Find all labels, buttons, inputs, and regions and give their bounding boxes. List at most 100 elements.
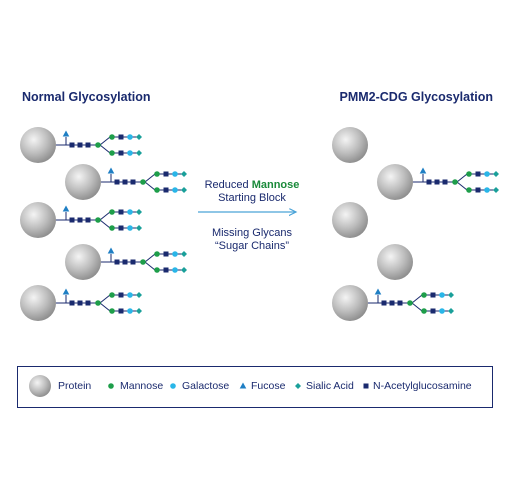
legend-protein-label: Protein	[58, 380, 92, 392]
protein-sphere	[332, 285, 368, 321]
glycan-bond	[99, 294, 111, 304]
mannose-circle	[109, 225, 115, 231]
fucose-triangle	[239, 382, 247, 389]
mannose-circle	[154, 187, 160, 193]
protein-sphere	[332, 127, 368, 163]
galactose-circle	[127, 209, 133, 215]
mannose-circle	[109, 134, 115, 140]
glcnac-square	[77, 300, 83, 306]
glycan-chain	[56, 205, 142, 231]
glycan-bond	[99, 144, 111, 154]
mannose-circle	[109, 308, 115, 314]
galactose-circle	[127, 308, 133, 314]
protein-sphere	[377, 164, 413, 200]
glcnac-square	[122, 179, 128, 185]
glcnac-square	[389, 300, 395, 306]
mannose-circle	[108, 383, 114, 389]
legend-galactose-label: Galactose	[182, 380, 230, 392]
mannose-circle	[154, 171, 160, 177]
glycan-bond	[456, 181, 468, 191]
mannose-circle	[109, 209, 115, 215]
mannose-circle	[109, 150, 115, 156]
pmm2-proteins	[332, 127, 499, 321]
glycan-bond	[144, 181, 156, 191]
galactose-circle	[172, 251, 178, 257]
glycan-bond	[99, 211, 111, 221]
galactose-circle	[484, 187, 490, 193]
glcnac-square	[475, 171, 481, 177]
glcnac-square	[114, 179, 120, 185]
galactose-circle	[127, 225, 133, 231]
reduced-text: Reduced	[204, 179, 252, 191]
sialic-diamond	[136, 225, 142, 231]
glcnac-square	[69, 300, 75, 306]
fucose-triangle	[374, 288, 382, 295]
normal-proteins	[20, 127, 187, 321]
mannose-circle	[466, 171, 472, 177]
legend-icons	[29, 375, 369, 397]
glycan-chain	[56, 130, 142, 156]
galactose-circle	[172, 267, 178, 273]
center-text-top: Reduced Mannose Starting Block	[196, 179, 308, 205]
glcnac-square	[430, 292, 436, 298]
sialic-diamond	[448, 292, 454, 298]
mannose-circle	[154, 251, 160, 257]
normal-glycosylation-title: Normal Glycosylation	[22, 90, 151, 104]
pmm2-cdg-glycosylation-title: PMM2-CDG Glycosylation	[339, 90, 494, 104]
glcnac-square	[426, 179, 432, 185]
glycan-bond	[456, 173, 468, 183]
galactose-circle	[127, 150, 133, 156]
glcnac-square	[69, 142, 75, 148]
sialic-diamond	[493, 187, 499, 193]
mannose-circle	[95, 142, 101, 148]
fucose-triangle	[62, 205, 70, 212]
protein-sphere	[65, 244, 101, 280]
glcnac-square	[163, 187, 169, 193]
glcnac-square	[77, 217, 83, 223]
glcnac-square	[118, 209, 124, 215]
protein-sphere	[20, 202, 56, 238]
fucose-triangle	[107, 167, 115, 174]
sialic-diamond	[136, 134, 142, 140]
mannose-circle	[421, 308, 427, 314]
fucose-triangle	[62, 130, 70, 137]
glcnac-square	[475, 187, 481, 193]
mannose-circle	[154, 267, 160, 273]
sialic-diamond	[136, 308, 142, 314]
glycan-bond	[411, 294, 423, 304]
glycan-bond	[99, 302, 111, 312]
glcnac-square	[363, 383, 369, 389]
glcnac-square	[85, 217, 91, 223]
glcnac-square	[85, 142, 91, 148]
mannose-circle	[140, 179, 146, 185]
protein-sphere	[20, 285, 56, 321]
glycan-bond	[144, 261, 156, 271]
protein-sphere	[332, 202, 368, 238]
glycan-chain	[368, 288, 454, 314]
sialic-diamond	[181, 267, 187, 273]
glycan-chain	[101, 167, 187, 193]
glcnac-square	[430, 308, 436, 314]
legend-fucose-label: Fucose	[251, 380, 286, 392]
glcnac-square	[69, 217, 75, 223]
sialic-diamond	[181, 171, 187, 177]
sialic-diamond	[493, 171, 499, 177]
glcnac-square	[130, 259, 136, 265]
protein-sphere	[29, 375, 51, 397]
sialic-diamond	[136, 292, 142, 298]
fucose-triangle	[419, 167, 427, 174]
glcnac-square	[442, 179, 448, 185]
sugar-chains-text: “Sugar Chains”	[215, 240, 289, 252]
sialic-diamond	[181, 187, 187, 193]
sialic-diamond	[136, 150, 142, 156]
galactose-circle	[439, 292, 445, 298]
sialic-diamond	[136, 209, 142, 215]
starting-block-text: Starting Block	[218, 192, 286, 204]
fucose-triangle	[107, 247, 115, 254]
mannose-circle	[421, 292, 427, 298]
sialic-diamond	[181, 251, 187, 257]
glcnac-square	[118, 292, 124, 298]
glcnac-square	[434, 179, 440, 185]
mannose-circle	[109, 292, 115, 298]
